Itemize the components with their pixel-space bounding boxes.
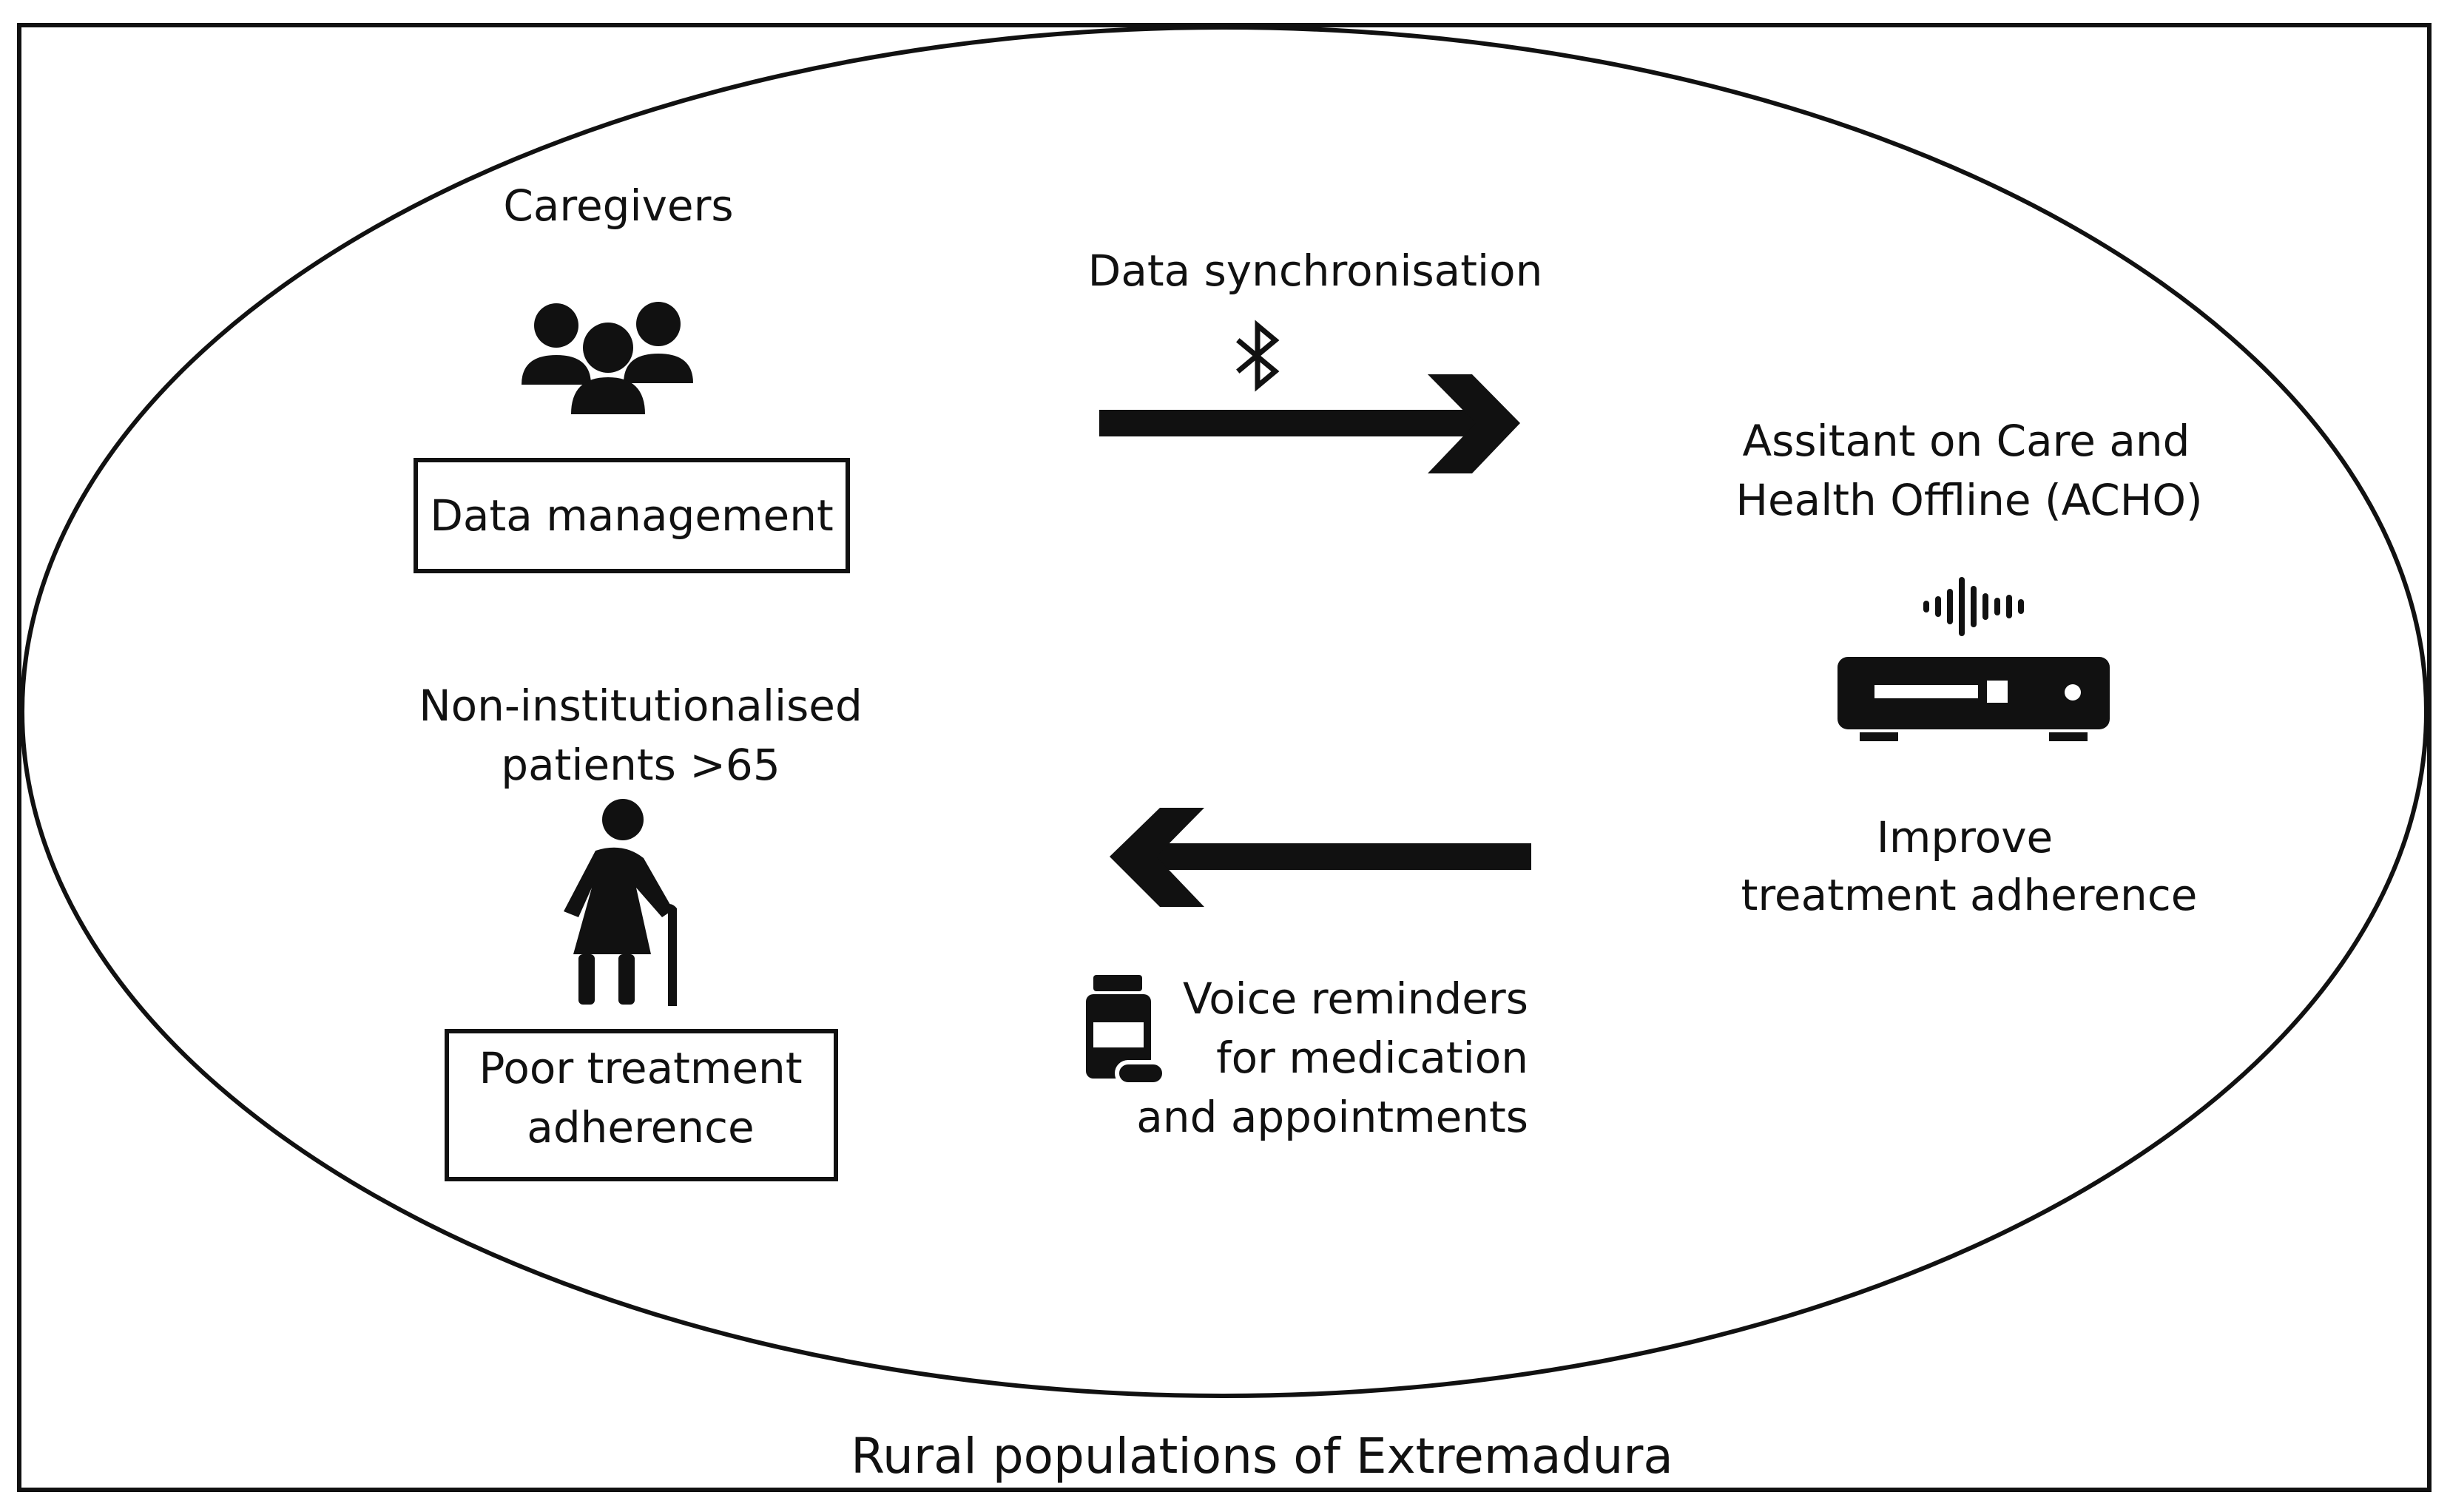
sync-label: Data synchronisation (1087, 246, 1543, 296)
elderly-person-with-cane-icon (564, 799, 677, 1006)
bluetooth-icon (1236, 320, 1280, 392)
acho-goal-line1: Improve (1876, 812, 2054, 863)
acho-title-line1: Assitant on Care and (1742, 416, 2190, 466)
context-ellipse (20, 25, 2429, 1398)
pill-bottle-icon (1086, 975, 1167, 1087)
caregivers-title: Caregivers (503, 180, 734, 231)
acho-goal-line2: treatment adherence (1741, 870, 2198, 920)
patients-title-line1: Non-institutionalised (419, 681, 863, 731)
reminders-line3: and appointments (1136, 1092, 1528, 1142)
poor-adherence-line2: adherence (527, 1102, 755, 1152)
reminders-line2: for medication (1216, 1033, 1528, 1083)
reminders-line1: Voice reminders (1183, 973, 1528, 1024)
poor-adherence-box (445, 1029, 838, 1181)
data-management-box (414, 458, 850, 573)
reminders-arrow (1110, 808, 1531, 907)
poor-adherence-line1: Poor treatment (479, 1043, 803, 1093)
acho-title-line2: Health Offline (ACHO) (1735, 475, 2203, 525)
sync-arrow (1099, 374, 1520, 473)
patients-title-line2: patients >65 (501, 740, 780, 790)
data-management-label: Data management (430, 490, 834, 541)
device-box-icon (1838, 657, 2110, 741)
context-label: Rural populations of Extremadura (851, 1428, 1673, 1485)
group-icon (522, 302, 693, 414)
sound-wave-icon (1923, 577, 2024, 636)
